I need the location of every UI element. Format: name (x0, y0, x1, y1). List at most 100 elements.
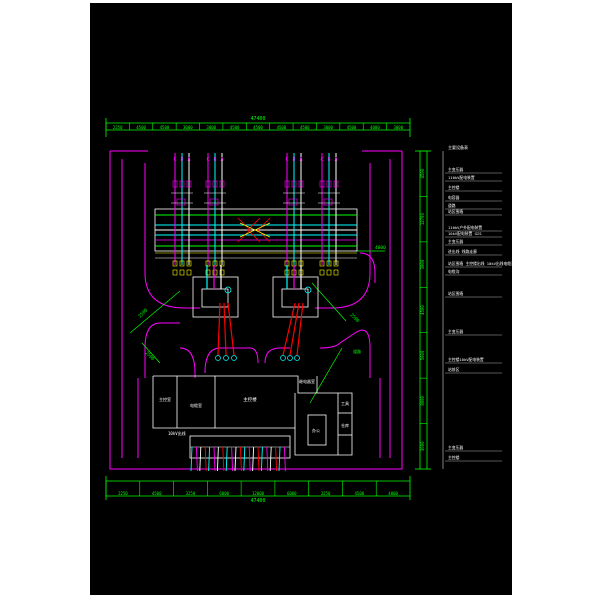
legend: 主要设备表主变压器110kV配电装置主控楼电容器道路站区围墙110kV户外配电装… (445, 144, 512, 462)
bay-ct (323, 198, 333, 206)
bay-disconnector (179, 260, 185, 267)
drawing-sheet: 47400 2250 4500 4500 3000 3000 4500 4500 4500 45… (90, 3, 512, 595)
bay-disconnector (172, 260, 178, 267)
dimension-segment-label: 4500 (355, 491, 365, 496)
dimension-segment-label: 3000 (183, 125, 193, 130)
dim-label-2500a: 2500 (137, 307, 149, 319)
dimension-segment-label: 12000 (252, 491, 265, 496)
feeder-cable (269, 446, 272, 472)
dimension-segment-label: 2250 (118, 491, 128, 496)
control-room-label: 主控室 (159, 396, 171, 402)
feeder-cable (222, 446, 225, 472)
bay-ct (176, 198, 186, 206)
main-transformer-left (192, 276, 239, 318)
legend-item: 10kV配电装置 GIS (448, 231, 482, 236)
dimension-segment-label: 4000 (370, 125, 380, 130)
main-control-building (152, 375, 353, 456)
feeder-cable (213, 446, 216, 472)
legend-item: 站区围墙 (448, 209, 463, 214)
feeder-cable (195, 446, 198, 472)
bottom-dimension-chain (105, 476, 411, 500)
bay-insulator (333, 269, 339, 276)
feeder-cable (243, 446, 246, 472)
legend-item: 站区围墙 (448, 291, 463, 296)
bay-insulator (179, 269, 185, 276)
bay-breaker (179, 180, 185, 188)
feeder-cable (234, 446, 237, 472)
bottom-total-dimension: 47400 (250, 498, 265, 504)
office-label: 办公 (312, 427, 320, 433)
bay-disconnector (319, 260, 325, 267)
dimension-segment-label: 3250 (321, 491, 331, 496)
feeder-cable (278, 446, 281, 472)
dimension-segment-label: 4500 (136, 125, 146, 130)
legend-item: 站前区 (448, 367, 460, 372)
phase-letter: B (292, 157, 295, 163)
phase-letter: A (299, 157, 302, 163)
bay-breaker (298, 180, 304, 188)
transformer-leads (206, 265, 304, 356)
bay-breaker (172, 180, 178, 188)
phase-letter: C (285, 157, 288, 163)
bay-disconnector (219, 260, 225, 267)
phase-letter: C (173, 157, 176, 163)
feeder-cable (190, 446, 193, 472)
top-total-dimension: 47400 (250, 116, 265, 122)
cable-room-label: 电缆室 (190, 402, 202, 408)
dimension-segment-label: 5000 (420, 350, 425, 360)
dimension-segment-label: 4500 (230, 125, 240, 130)
legend-item: 电容器 (448, 195, 460, 200)
dimension-segment-label: 3000 (420, 441, 425, 451)
dimension-segment-label: 4500 (347, 125, 357, 130)
dimension-segment-label: 6000 (219, 491, 229, 496)
feeder-cable (248, 446, 251, 472)
legend-item: 110kV配电装置 (448, 175, 475, 180)
outgoing-cable-trench (189, 435, 291, 459)
dimension-segment-label: 4500 (420, 168, 425, 178)
main-transformer-right (272, 276, 319, 318)
feeder-cable (257, 446, 260, 472)
phase-letter: C (320, 157, 323, 163)
bay-disconnector (186, 260, 192, 267)
label-leaders (129, 250, 385, 404)
transformer-bushings (215, 355, 300, 361)
feeder-cable (225, 446, 228, 472)
outgoing-cables (190, 446, 286, 472)
legend-item: 110kV户外配电装置 (448, 225, 482, 230)
line-note-label: 10kV出线 (168, 430, 186, 436)
feeder-cable (239, 446, 242, 472)
bay-insulator (205, 269, 211, 276)
dimension-segment-label: 4500 (420, 305, 425, 315)
substation-plan-drawing: 47400 2250 4500 4500 3000 3000 4500 4500 4500 45… (105, 116, 512, 504)
bay-breaker (212, 180, 218, 188)
bay-breaker (333, 180, 339, 188)
feeder-cable (266, 446, 269, 472)
bay-disconnector (326, 260, 332, 267)
feeder-cable (283, 446, 286, 472)
dimension-segment-label: 3250 (186, 491, 196, 496)
bay-insulator (212, 269, 218, 276)
bay-breaker (284, 180, 290, 188)
dimension-segment-label: 4500 (300, 125, 310, 130)
bay-disconnector (205, 260, 211, 267)
dimension-segment-label: 4500 (253, 125, 263, 130)
dimension-segment-label: 4500 (277, 125, 287, 130)
bay-ct (209, 198, 219, 206)
phase-letter: C (206, 157, 209, 163)
feeder-cable (216, 446, 219, 472)
bay-insulator (172, 269, 178, 276)
legend-item: 主变压器 (448, 167, 463, 172)
bay-disconnector (333, 260, 339, 267)
road-label: 道路 (353, 348, 361, 354)
phase-letter: A (187, 157, 190, 163)
feeder-cable (208, 446, 211, 472)
feeder-cable (260, 446, 263, 472)
bay-disconnector (212, 260, 218, 267)
bay-breaker (205, 180, 211, 188)
feeder-cable (204, 446, 207, 472)
dimension-segment-label: 3000 (323, 125, 333, 130)
phase-letter: B (213, 157, 216, 163)
